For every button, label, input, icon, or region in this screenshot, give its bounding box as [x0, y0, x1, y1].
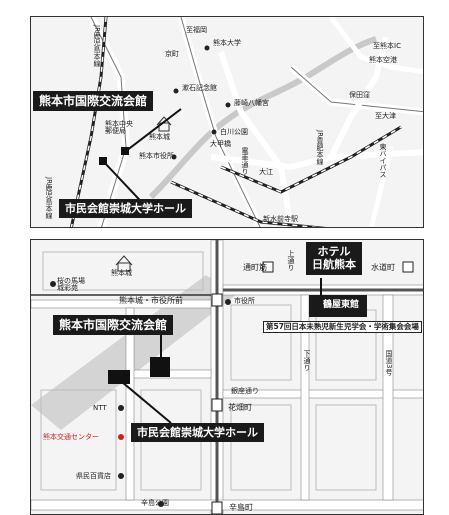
jr-hohi-label: JR豊肥本線	[316, 130, 324, 165]
kotsu-center-marker	[118, 434, 124, 440]
fujisaki-label: 藤崎八幡宮	[234, 99, 269, 107]
ozu-label: 至大津	[375, 112, 396, 120]
kokusai-callout: 熊本市国際交流会館	[53, 315, 174, 335]
hanabata-label: 花畑町	[228, 403, 252, 412]
kokudo-label: 国道3号	[385, 350, 393, 376]
suidocho-label: 水道町	[371, 263, 395, 272]
kotsu-center-label: 熊本交通センター	[43, 433, 99, 441]
conference-venue-label: 第57回日本未熟児新生児学会・学術集会会場	[263, 321, 422, 333]
ginza-label: 銀座通り	[231, 387, 259, 395]
kyomachi-label: 京町	[165, 50, 179, 58]
tsurugaden-label: 鶴屋東館	[319, 298, 364, 313]
cityhall-marker	[171, 154, 177, 160]
kenmin-label: 県民百貨店	[76, 472, 111, 480]
kumamoto-univ-label: 熊本大学	[213, 39, 241, 47]
shirakawa-park-label: 白川公園	[220, 128, 248, 136]
oekoe-label: 大甲橋	[210, 140, 231, 148]
univ-marker	[204, 45, 210, 51]
park-marker	[158, 501, 164, 507]
cityhall-label: 市役所	[234, 297, 255, 305]
shirakawa-marker	[211, 129, 217, 135]
kumamoto-airport-label: 熊本空港	[369, 56, 397, 64]
castle-label: 熊本城	[111, 269, 132, 277]
fukuoka-label: 至福岡	[186, 26, 207, 34]
cityhall-marker	[225, 299, 231, 305]
kokusai-marker	[121, 147, 129, 155]
dento-label: 電車通り	[241, 147, 249, 175]
post-office-label: 熊本中央 郵便局	[105, 120, 133, 135]
kokusai-marker	[150, 357, 170, 377]
hall-callout: 市民会館崇城大学ホール	[131, 423, 264, 442]
jr-line2-label: JR鹿児島本線	[45, 177, 53, 219]
castle-icon	[115, 255, 133, 272]
kokusai-callout: 熊本市国際交流会館	[33, 91, 154, 111]
fujisaki-marker	[225, 102, 231, 108]
overview-map-roads	[69, 17, 423, 227]
hall-callout: 市民会館崇城大学ホール	[59, 199, 192, 218]
hotel-callout: ホテル 日航熊本	[306, 242, 362, 276]
detail-map: 桜の馬場 城彩苑 熊本城 熊本城・市役所前 市役所 NTT 熊本交通センター 県…	[30, 239, 424, 515]
josyo-stop-label: 熊本城・市役所前	[119, 296, 183, 305]
bypass-label: 東バイパス	[379, 143, 387, 178]
ntt-marker	[118, 405, 124, 411]
karashima-park-label: 辛島公園	[141, 499, 169, 507]
shimotori-label: 下通り	[303, 350, 311, 371]
oe-label: 大江	[259, 168, 273, 176]
sakura-label: 桜の馬場 城彩苑	[57, 277, 85, 292]
soseki-label: 漱石記念館	[182, 84, 217, 92]
kumamoto-ic-label: 至熊本IC	[373, 42, 401, 50]
jr-line-label: JR鹿児島本線	[93, 25, 101, 67]
overview-map: JR鹿児島本線 至福岡 京町 熊本大学 至熊本IC 熊本空港 漱石記念館 藤崎八…	[30, 16, 424, 228]
detail-map-roads	[31, 240, 423, 514]
kumamoto-castle-label: 熊本城	[149, 133, 170, 141]
tsuboisuji-label: 通町筋	[243, 263, 267, 272]
soseki-marker	[173, 88, 179, 94]
karashima-label: 辛島町	[229, 503, 253, 512]
hall-marker	[108, 370, 130, 384]
hodaji-label: 保田窪	[349, 91, 370, 99]
sakura-marker	[50, 281, 56, 287]
kenmin-marker	[118, 473, 124, 479]
ntt-label: NTT	[93, 404, 107, 412]
city-hall-label: 熊本市役所	[139, 152, 174, 160]
kamitori-label: 上通り	[287, 250, 295, 271]
shinsuizenji-label: 新水前寺駅	[263, 215, 298, 223]
